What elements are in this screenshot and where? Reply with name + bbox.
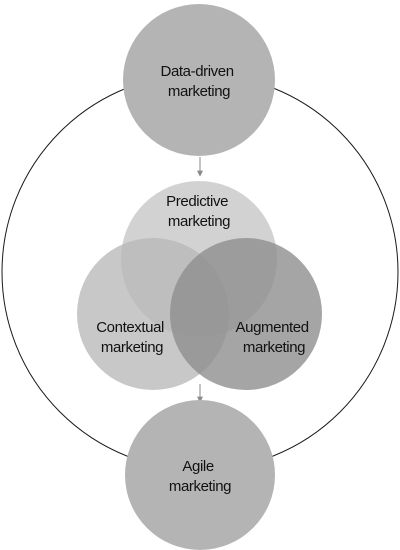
node-agile-circle (125, 400, 275, 550)
node-agile: Agile marketing (125, 400, 275, 550)
node-data-driven-circle (123, 4, 275, 156)
venn-augmented-line2: marketing (243, 339, 305, 356)
venn-predictive-line1: Predictive (166, 193, 228, 210)
venn-contextual-label: Contextual marketing (96, 319, 168, 356)
venn-augmented-label: Augmented marketing (236, 319, 313, 356)
node-data-driven: Data-driven marketing (123, 4, 275, 156)
venn-predictive-label: Predictive marketing (166, 193, 232, 230)
node-agile-label: Agile marketing (169, 458, 231, 495)
venn-circle-augmented (170, 238, 322, 390)
node-agile-line1: Agile (182, 458, 213, 475)
venn-contextual-line1: Contextual (96, 319, 164, 336)
venn-contextual-line2: marketing (101, 339, 163, 356)
node-data-driven-line1: Data-driven (161, 63, 234, 80)
venn-augmented-line1: Augmented (236, 319, 309, 336)
node-agile-line2: marketing (169, 478, 231, 495)
node-data-driven-line2: marketing (168, 83, 230, 100)
venn-group: Predictive marketing Contextual marketin… (77, 181, 322, 390)
venn-predictive-line2: marketing (168, 213, 230, 230)
node-data-driven-label: Data-driven marketing (161, 63, 238, 100)
